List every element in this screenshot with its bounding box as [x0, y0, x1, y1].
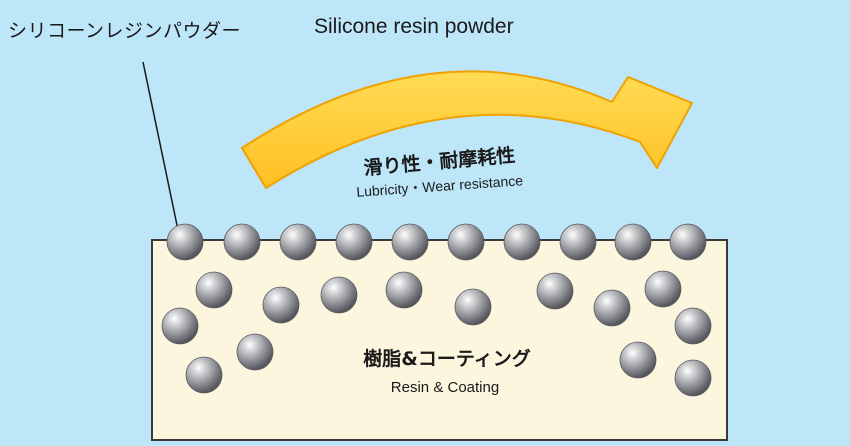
silicone-particle	[593, 289, 631, 327]
lubricity-arrow	[241, 70, 693, 189]
particle-label-ja: シリコーンレジンパウダー	[8, 20, 242, 42]
resin-coating-layer	[151, 239, 728, 441]
silicone-particle	[559, 223, 597, 261]
silicone-particle	[674, 359, 712, 397]
silicone-particle	[454, 288, 492, 326]
silicone-particle	[223, 223, 261, 261]
layer-label-en: Resin & Coating	[391, 379, 499, 396]
silicone-particle	[185, 356, 223, 394]
silicone-particles	[161, 223, 712, 397]
silicone-particle	[644, 270, 682, 308]
silicone-particle	[503, 223, 541, 261]
silicone-particle	[536, 272, 574, 310]
silicone-particle	[236, 333, 274, 371]
silicone-particle	[161, 307, 199, 345]
silicone-particle	[674, 307, 712, 345]
particle-label-en: Silicone resin powder	[314, 15, 514, 38]
silicone-particle	[166, 223, 204, 261]
silicone-particle	[385, 271, 423, 309]
leader-line	[142, 61, 179, 231]
silicone-particle	[447, 223, 485, 261]
silicone-particle	[391, 223, 429, 261]
silicone-particle	[195, 271, 233, 309]
silicone-particle	[320, 276, 358, 314]
silicone-particle	[669, 223, 707, 261]
silicone-particle	[262, 286, 300, 324]
silicone-particle	[619, 341, 657, 379]
silicone-particle	[279, 223, 317, 261]
silicone-particle	[614, 223, 652, 261]
layer-label-ja: 樹脂&コーティング	[363, 347, 530, 370]
silicone-particle	[335, 223, 373, 261]
